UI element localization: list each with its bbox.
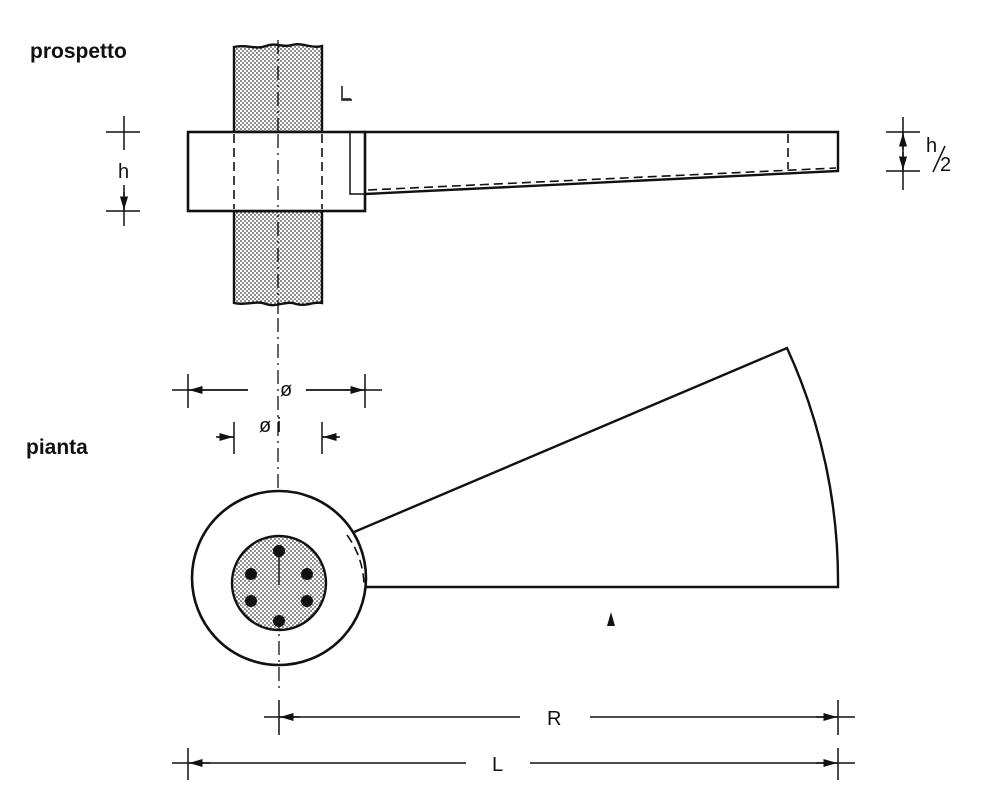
sector-tread: [346, 346, 840, 589]
dimension-inner-diameter-label: ø i: [259, 415, 281, 437]
dimension-l: L: [172, 748, 855, 780]
column-upper: [232, 43, 324, 134]
rebar-dot: [301, 595, 313, 607]
dimension-inner-diameter: ø i: [216, 415, 340, 454]
dimension-h-label: h: [118, 161, 129, 183]
elevation-view: h h 2: [106, 40, 951, 318]
dimension-r: R: [264, 700, 855, 735]
direction-arrow-icon: [607, 612, 615, 626]
plan-title: pianta: [26, 436, 88, 459]
dimension-half-h: h 2: [886, 117, 951, 190]
dimension-h: h: [106, 116, 140, 226]
rebar-dot: [245, 568, 257, 580]
hidden-hub-joint: [346, 534, 365, 588]
dimension-half-h-numerator: h: [926, 135, 937, 157]
dimension-l-label: L: [492, 754, 503, 776]
elevation-title: prospetto: [30, 40, 127, 63]
plan-view: [190, 346, 840, 690]
hidden-underside: [367, 167, 837, 191]
dimension-half-h-denominator: 2: [940, 154, 951, 176]
rebar-dot: [245, 595, 257, 607]
dimension-diameter-label: ø: [280, 379, 292, 401]
dimension-diameter: ø: [172, 374, 382, 408]
section-mark: [341, 86, 352, 101]
step-hub: [186, 130, 367, 213]
dimension-r-label: R: [547, 708, 561, 730]
cantilever-tread: [364, 130, 840, 196]
rebar-dot: [301, 568, 313, 580]
tread-root-line: [349, 132, 366, 195]
